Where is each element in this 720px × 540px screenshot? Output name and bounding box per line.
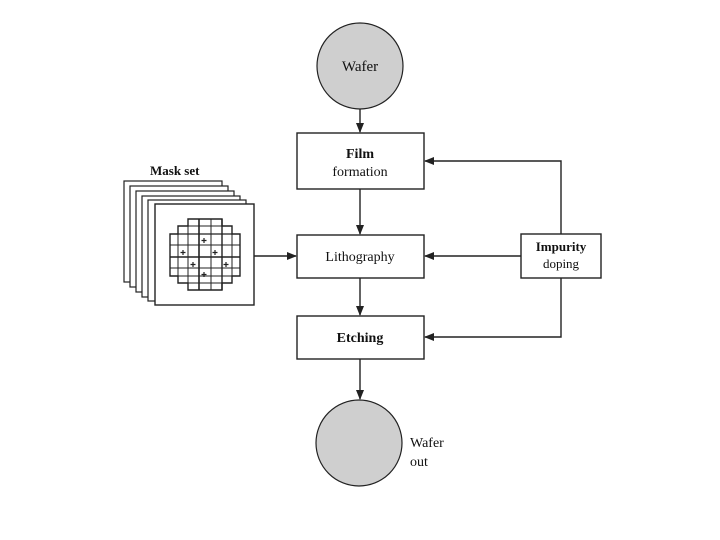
impurity-doping-label-line2: doping	[543, 256, 580, 271]
film-formation-box	[296, 132, 425, 190]
impurity-doping-node: Impurity doping	[520, 233, 602, 279]
mask-set-label: Mask set	[150, 163, 200, 178]
arrow-impurity-to-film	[424, 157, 562, 234]
mask-set-node: Mask set	[123, 163, 255, 306]
wafer-out-circle	[315, 399, 403, 487]
etching-label: Etching	[337, 331, 384, 346]
mask-die-pattern	[169, 218, 241, 291]
film-formation-label-line1: Film	[346, 147, 374, 162]
etching-node: Etching	[296, 315, 425, 360]
wafer-out-node: Wafer out	[315, 399, 444, 487]
arrow-impurity-to-etching	[424, 278, 562, 341]
lithography-label: Lithography	[325, 250, 394, 265]
lithography-box	[296, 234, 425, 279]
etching-box	[296, 315, 425, 360]
wafer-out-label-line1: Wafer	[410, 436, 444, 451]
lithography-node: Lithography	[296, 234, 425, 279]
impurity-doping-label-line1: Impurity	[536, 239, 587, 254]
mask-sheet-front	[154, 203, 255, 306]
film-formation-label-line2: formation	[332, 165, 387, 180]
wafer-in-label: Wafer	[342, 59, 378, 75]
film-formation-node: Film formation	[296, 132, 425, 190]
wafer-in-node: Wafer	[316, 22, 404, 110]
wafer-out-label-line2: out	[410, 455, 428, 470]
